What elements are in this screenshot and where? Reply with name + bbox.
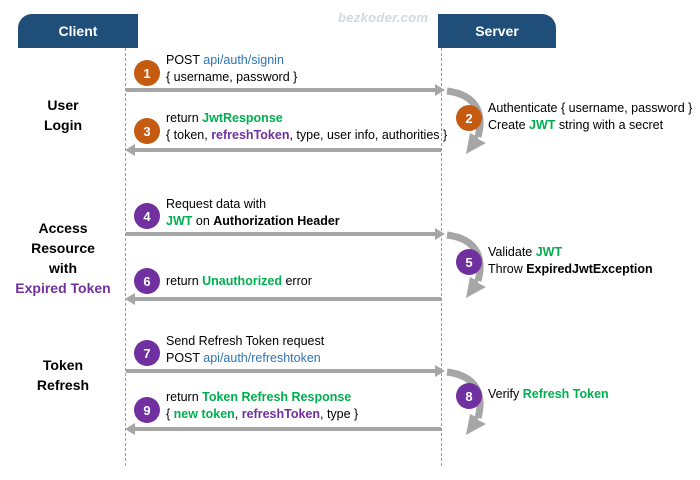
section-label-user-login: User Login [4, 95, 122, 135]
step-3-payload-a: { token, [166, 128, 212, 142]
step-2-jwt: JWT [529, 118, 556, 132]
actor-client-label: Client [58, 23, 98, 39]
section-line: with [49, 260, 77, 276]
section-line: Resource [31, 240, 95, 256]
section-highlight-expired-token: Expired Token [15, 280, 111, 296]
step-6-return: return [166, 274, 203, 288]
step-9-comma: , [234, 407, 242, 421]
step-2-create-post: string with a secret [555, 118, 664, 132]
step-9-response: Token Refresh Response [202, 390, 352, 404]
step-message-1: POST api/auth/signin { username, passwor… [166, 52, 297, 86]
section-line: Login [43, 117, 83, 133]
lifeline-server [441, 48, 442, 466]
step-badge-4: 4 [134, 203, 160, 229]
step-1-url: api/auth/signin [203, 53, 284, 67]
arrow-server-to-client-6 [125, 293, 441, 305]
step-4-request: Request data with [166, 197, 267, 211]
step-message-7: Send Refresh Token request POST api/auth… [166, 333, 324, 367]
step-3-return: return [166, 111, 203, 125]
step-6-error: error [282, 274, 312, 288]
step-9-payload-a: { [166, 407, 174, 421]
arrow-head-icon [125, 144, 135, 156]
arrow-client-to-server-4 [126, 228, 445, 240]
step-2-authenticate: Authenticate { username, password } [488, 101, 693, 115]
step-message-9: return Token Refresh Response { new toke… [166, 389, 358, 423]
step-5-validate: Validate [488, 245, 536, 259]
lifeline-client [125, 48, 126, 466]
section-line: User [47, 97, 79, 113]
arrow-client-to-server-7 [126, 365, 445, 377]
step-message-8: Verify Refresh Token [488, 386, 609, 403]
section-line: Access [38, 220, 88, 236]
section-line: Refresh [36, 377, 90, 393]
step-7-send: Send Refresh Token request [166, 334, 325, 348]
step-7-method: POST [166, 351, 204, 365]
arrow-head-icon [435, 84, 445, 96]
section-line: Token [42, 357, 84, 373]
watermark: bezkoder.com [338, 10, 429, 25]
step-badge-5: 5 [456, 249, 482, 275]
step-1-method: POST [166, 53, 204, 67]
step-badge-3: 3 [134, 118, 160, 144]
step-badge-6: 6 [134, 268, 160, 294]
step-8-refresh-token: Refresh Token [522, 387, 609, 401]
step-2-create-pre: Create [488, 118, 529, 132]
step-badge-1: 1 [134, 60, 160, 86]
arrow-server-to-client-9 [125, 423, 441, 435]
step-badge-7: 7 [134, 340, 160, 366]
step-4-on: on [192, 214, 214, 228]
arrow-head-icon [125, 293, 135, 305]
arrow-server-to-client-3 [125, 144, 441, 156]
step-message-3: return JwtResponse { token, refreshToken… [166, 110, 447, 144]
step-1-payload: { username, password } [166, 70, 298, 84]
step-5-jwt: JWT [535, 245, 563, 259]
step-badge-9: 9 [134, 397, 160, 423]
arrow-head-icon [435, 365, 445, 377]
step-4-auth-header: Authorization Header [213, 214, 340, 228]
step-badge-2: 2 [456, 105, 482, 131]
step-9-new-token: new token [173, 407, 235, 421]
section-label-access-resource: Access Resource with Expired Token [4, 218, 122, 298]
step-message-4: Request data with JWT on Authorization H… [166, 196, 340, 230]
arrow-client-to-server-1 [126, 84, 445, 96]
actor-server-label: Server [475, 23, 519, 39]
step-message-5: Validate JWT Throw ExpiredJwtException [488, 244, 653, 278]
step-5-throw: Throw [488, 262, 527, 276]
step-8-verify: Verify [488, 387, 523, 401]
step-3-jwtresponse: JwtResponse [202, 111, 283, 125]
step-badge-8: 8 [456, 383, 482, 409]
step-4-jwt: JWT [166, 214, 193, 228]
step-5-exception: ExpiredJwtException [526, 262, 653, 276]
actor-client-header: Client [18, 14, 138, 48]
step-6-unauthorized: Unauthorized [202, 274, 282, 288]
step-message-2: Authenticate { username, password } Crea… [488, 100, 692, 134]
step-9-payload-b: , type } [320, 407, 359, 421]
actor-server-header: Server [438, 14, 556, 48]
step-message-6: return Unauthorized error [166, 273, 312, 290]
arrow-head-icon [125, 423, 135, 435]
step-9-refreshtoken: refreshToken [241, 407, 320, 421]
step-3-payload-b: , type, user info, authorities } [289, 128, 448, 142]
step-3-refreshtoken: refreshToken [211, 128, 290, 142]
arrow-head-icon [435, 228, 445, 240]
step-9-return: return [166, 390, 203, 404]
section-label-token-refresh: Token Refresh [4, 355, 122, 395]
step-7-url: api/auth/refreshtoken [203, 351, 321, 365]
